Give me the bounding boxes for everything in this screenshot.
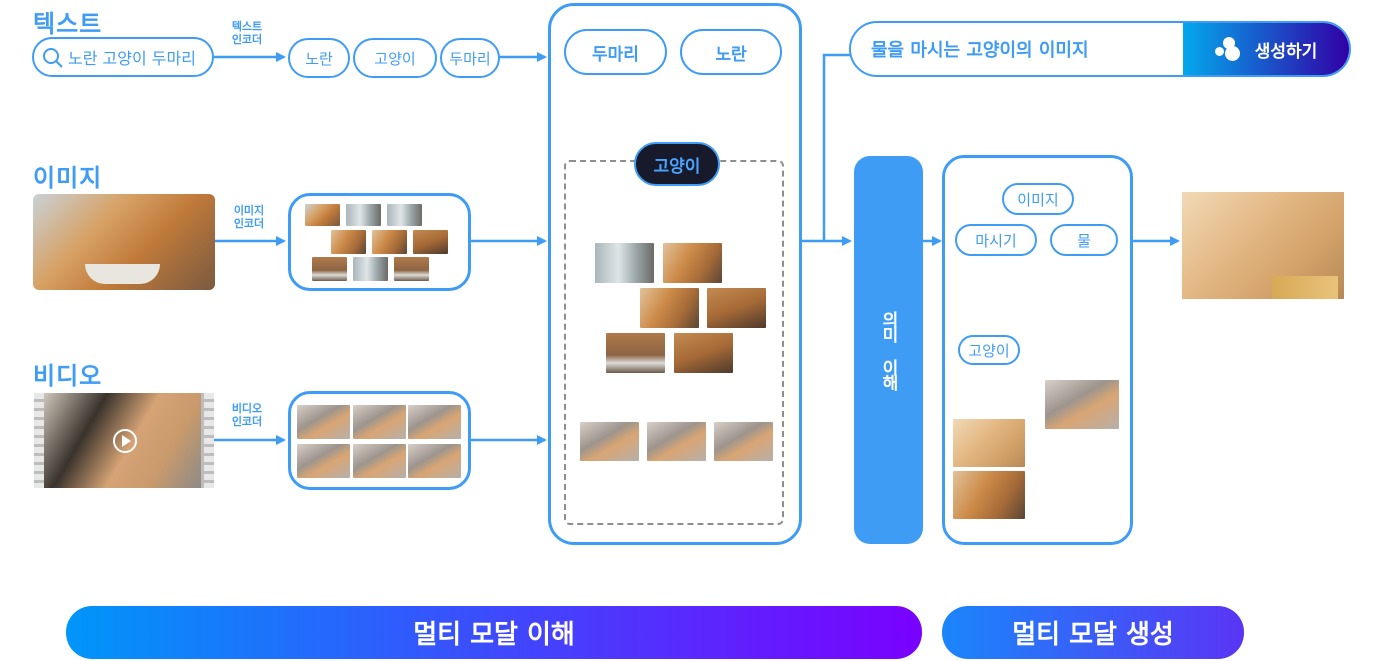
section-title-text: 텍스트: [33, 10, 103, 38]
fusion-patch: [707, 288, 766, 328]
text-input-value: 노란 고양이 두마리: [68, 49, 196, 68]
concept-pill-subject: 고양이: [958, 335, 1020, 365]
token-pill: 노란: [288, 38, 350, 78]
fusion-patch: [606, 333, 665, 373]
image-encoder-label: 이미지 인코더: [224, 204, 274, 230]
generate-button[interactable]: 생성하기: [1183, 23, 1349, 75]
section-title-image: 이미지: [33, 164, 103, 192]
video-encoder-label: 비디오 인코더: [222, 402, 272, 428]
prompt-bar: 물을 마시는 고양이의 이미지 생성하기: [849, 21, 1351, 77]
multimodal-understanding-bar: 멀티 모달 이해: [66, 606, 922, 659]
fusion-patch: [640, 288, 699, 328]
image-patch: [372, 230, 407, 254]
image-patch: [305, 204, 340, 226]
image-patch: [387, 204, 422, 226]
fusion-center-token: 고양이: [634, 142, 720, 186]
video-frame: [353, 405, 406, 439]
fusion-token: 노란: [680, 29, 782, 75]
generate-label: 생성하기: [1254, 41, 1318, 62]
input-video[interactable]: [34, 393, 214, 488]
image-patch: [346, 204, 381, 226]
concept-image-cat: [953, 471, 1025, 519]
fusion-frame: [714, 422, 773, 461]
image-patch: [312, 257, 347, 281]
fusion-patch: [663, 243, 722, 283]
image-patch: [394, 257, 429, 281]
fusion-token: 두마리: [564, 29, 667, 75]
fusion-frame: [580, 422, 639, 461]
video-frame: [297, 444, 350, 478]
fusion-frame: [647, 422, 706, 461]
text-encoder-line1: 텍스트: [231, 20, 263, 33]
fusion-patch: [595, 243, 654, 283]
video-frame: [353, 444, 406, 478]
token-pill: 고양이: [353, 38, 437, 78]
semantic-understanding-block: 의미 이해: [854, 156, 923, 544]
concept-pill-action: 마시기: [955, 224, 1037, 256]
prompt-input[interactable]: 물을 마시는 고양이의 이미지: [871, 40, 1089, 61]
image-patch: [413, 230, 448, 254]
semantic-label: 의미 이해: [878, 311, 898, 389]
play-icon[interactable]: [113, 429, 137, 453]
token-pill: 두마리: [440, 38, 500, 78]
text-input[interactable]: 노란 고양이 두마리: [32, 37, 214, 77]
section-title-video: 비디오: [33, 362, 103, 390]
video-frame: [408, 405, 461, 439]
concept-image-water: [1045, 380, 1119, 429]
concept-pill-object: 물: [1050, 224, 1118, 256]
text-encoder-label: 텍스트 인코더: [222, 20, 272, 46]
video-encoder-line2: 인코더: [231, 415, 263, 428]
image-encoder-line1: 이미지: [233, 204, 265, 217]
input-cat-image: [33, 194, 215, 290]
search-icon: [42, 47, 63, 68]
generated-cat-image: [1182, 192, 1344, 299]
concept-image-cat: [953, 419, 1025, 467]
prompt-to-semantic-line: [822, 53, 850, 241]
fusion-patch: [674, 333, 733, 373]
text-encoder-line2: 인코더: [231, 33, 263, 46]
image-encoder-line2: 인코더: [233, 217, 265, 230]
video-frame: [297, 405, 350, 439]
concept-pill-top: 이미지: [1002, 183, 1074, 215]
video-frame: [408, 444, 461, 478]
bubbles-icon: [1214, 37, 1241, 61]
multimodal-generation-bar: 멀티 모달 생성: [942, 606, 1244, 659]
image-patch: [331, 230, 366, 254]
video-encoder-line1: 비디오: [231, 402, 263, 415]
image-patch: [353, 257, 388, 281]
